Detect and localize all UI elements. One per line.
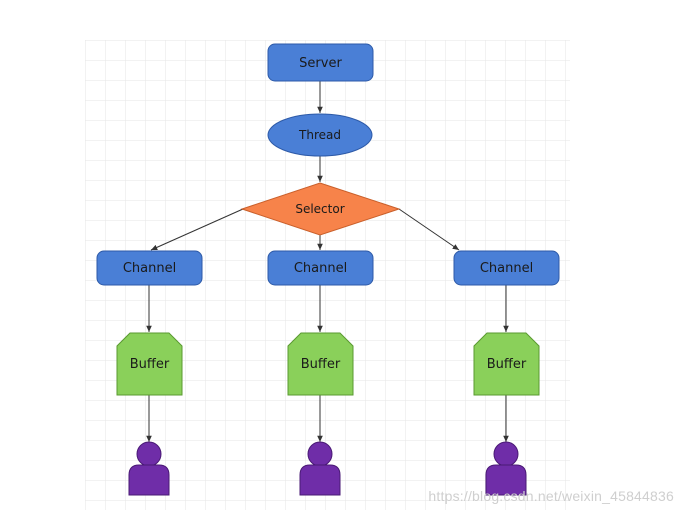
user-icon[interactable] [128, 441, 170, 496]
buffer-node-3[interactable]: Buffer [473, 332, 540, 396]
edge-selector-channel-1 [150, 208, 244, 251]
server-node[interactable]: Server [267, 43, 374, 82]
channel-label-2: Channel [294, 261, 347, 276]
buffer-node-2[interactable]: Buffer [287, 332, 354, 396]
edges [146, 81, 509, 442]
buffer-label-2: Buffer [301, 357, 341, 372]
buffer-node-1[interactable]: Buffer [116, 332, 183, 396]
user-icon[interactable] [485, 441, 527, 496]
thread-node[interactable]: Thread [267, 113, 373, 157]
buffer-label-3: Buffer [487, 357, 527, 372]
channel-label-3: Channel [480, 261, 533, 276]
selector-node[interactable]: Selector [240, 182, 401, 236]
edge-selector-channel-3 [398, 208, 460, 251]
channel-node-1[interactable]: Channel [96, 250, 203, 286]
channel-node-2[interactable]: Channel [267, 250, 374, 286]
selector-label: Selector [295, 202, 344, 216]
buffer-label-1: Buffer [130, 357, 170, 372]
server-label: Server [299, 56, 342, 71]
thread-label: Thread [298, 128, 341, 142]
channel-node-3[interactable]: Channel [453, 250, 560, 286]
channel-label-1: Channel [123, 261, 176, 276]
user-icon[interactable] [299, 441, 341, 496]
watermark: https://blog.csdn.net/weixin_45844836 [428, 488, 674, 504]
